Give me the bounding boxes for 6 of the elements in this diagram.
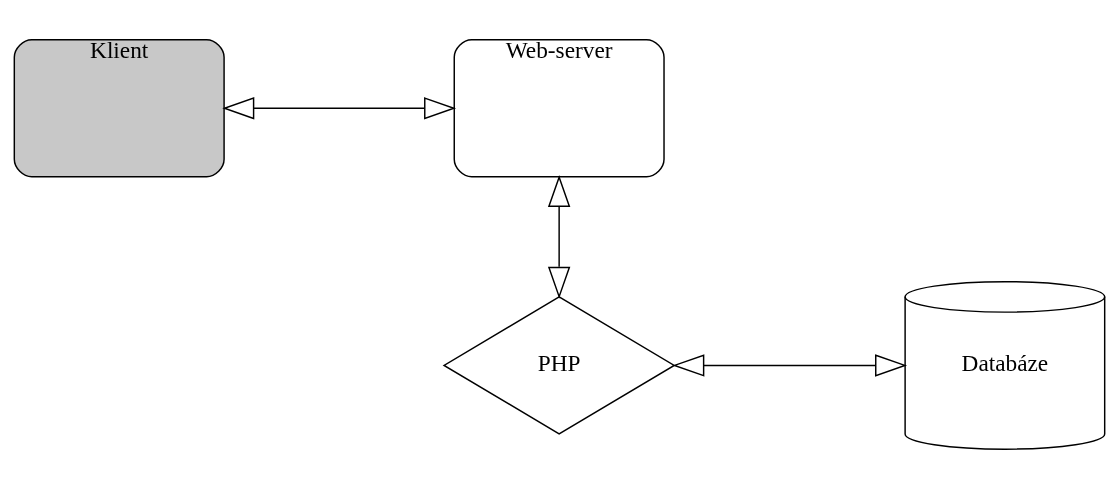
arrow <box>222 97 457 120</box>
node-box: Klient <box>13 39 225 178</box>
node-box: Web-server <box>453 39 665 178</box>
arrow <box>547 175 571 299</box>
arrow <box>672 354 908 377</box>
node-diamond: PHP <box>442 296 676 435</box>
